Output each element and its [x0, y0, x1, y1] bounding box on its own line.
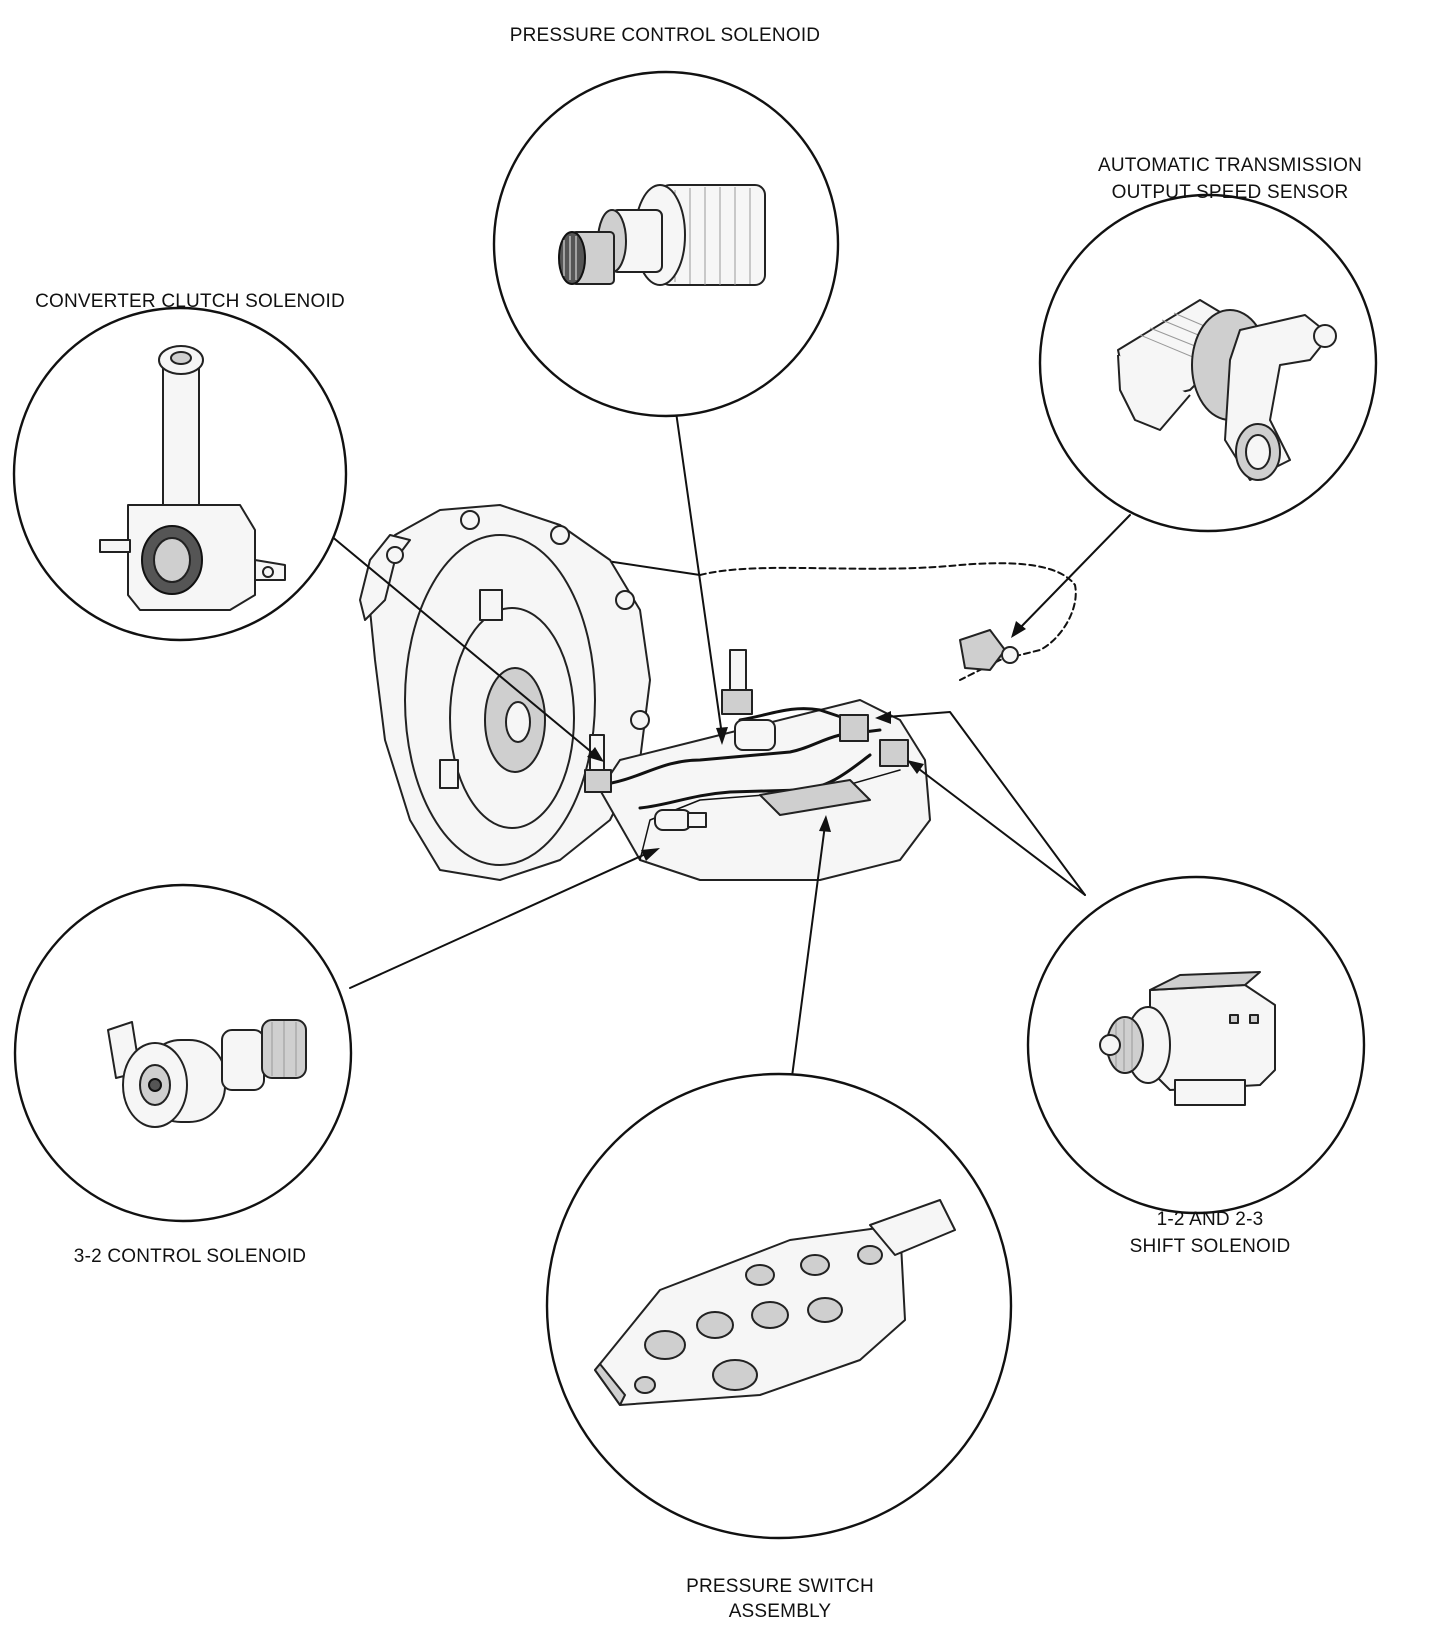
shift-solenoid-label-line1: 1-2 AND 2-3: [1156, 1209, 1264, 1230]
converter-clutch-solenoid-detail: [12, 306, 348, 642]
pressure-switch-assembly-label: PRESSURE SWITCH ASSEMBLY: [620, 1574, 940, 1624]
output-speed-sensor-detail: [1038, 193, 1378, 533]
pressure-control-solenoid-label: PRESSURE CONTROL SOLENOID: [440, 22, 890, 49]
pressure-switch-assembly-label-line1: PRESSURE SWITCH: [686, 1576, 874, 1597]
3-2-control-solenoid-label-text: 3-2 CONTROL SOLENOID: [73, 1246, 307, 1267]
output-speed-sensor-label-line1: AUTOMATIC TRANSMISSION: [1097, 155, 1363, 176]
pressure-switch-assembly-detail: [545, 1072, 1013, 1540]
pressure-control-solenoid-label-text: PRESSURE CONTROL SOLENOID: [509, 25, 821, 46]
3-2-control-solenoid-detail: [13, 883, 353, 1223]
3-2-control-solenoid-label: 3-2 CONTROL SOLENOID: [20, 1243, 360, 1270]
output-speed-sensor-label-line2: OUTPUT SPEED SENSOR: [1111, 182, 1349, 203]
shift-solenoid-detail: [1026, 875, 1366, 1215]
leader-lines: [329, 404, 1131, 1131]
pressure-switch-assembly-label-line2: ASSEMBLY: [728, 1601, 832, 1622]
shift-solenoid-label-line2: SHIFT SOLENOID: [1129, 1236, 1291, 1257]
pressure-control-solenoid-detail: [492, 70, 840, 418]
converter-clutch-solenoid-label-text: CONVERTER CLUTCH SOLENOID: [35, 291, 345, 312]
output-speed-sensor-label: AUTOMATIC TRANSMISSION OUTPUT SPEED SENS…: [1030, 152, 1430, 206]
transmission-assembly: [359, 504, 1077, 881]
converter-clutch-solenoid-label: CONVERTER CLUTCH SOLENOID: [0, 288, 380, 315]
shift-solenoid-label: 1-2 AND 2-3 SHIFT SOLENOID: [1090, 1206, 1330, 1260]
